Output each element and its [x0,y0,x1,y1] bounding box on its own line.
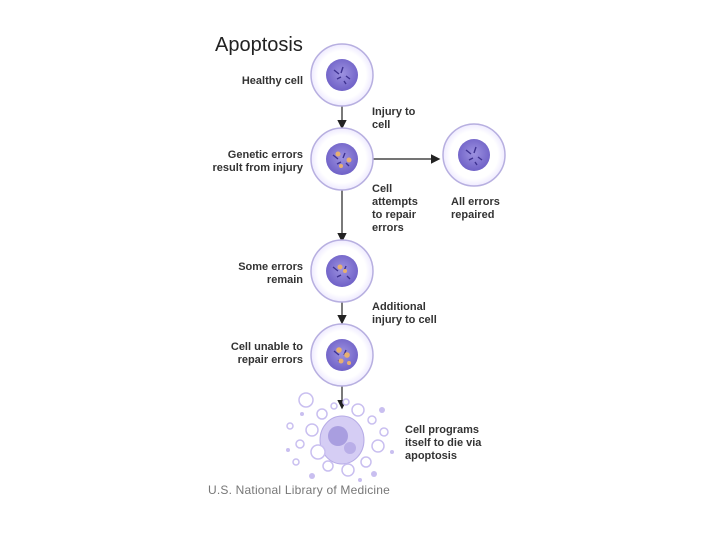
apoptotic-cell-icon [286,392,394,482]
label-injury: Injury to cell [372,106,416,131]
label-healthy-cell: Healthy cell [241,75,303,87]
source-credit: U.S. National Library of Medicine [208,483,391,497]
diagram-title: Apoptosis [215,34,303,56]
label-genetic-errors: Genetic errors result from injury [212,149,303,174]
healthy-cell-icon [310,43,374,107]
repaired-cell-icon [442,123,506,187]
label-cell-unable: Cell unable to repair errors [230,341,303,366]
label-attempts-repair: Cell attempts to repair errors [372,183,418,234]
remaining-errors-cell-icon [310,239,374,303]
unrepaired-cell-icon [310,323,374,387]
label-some-errors-remain: Some errors remain [238,261,303,286]
label-programs-die: Cell programs itself to die via apoptosi… [405,424,482,462]
label-all-errors-repaired: All errors repaired [451,196,500,221]
label-additional-injury: Additional injury to cell [372,301,437,326]
damaged-cell-icon [310,127,374,191]
